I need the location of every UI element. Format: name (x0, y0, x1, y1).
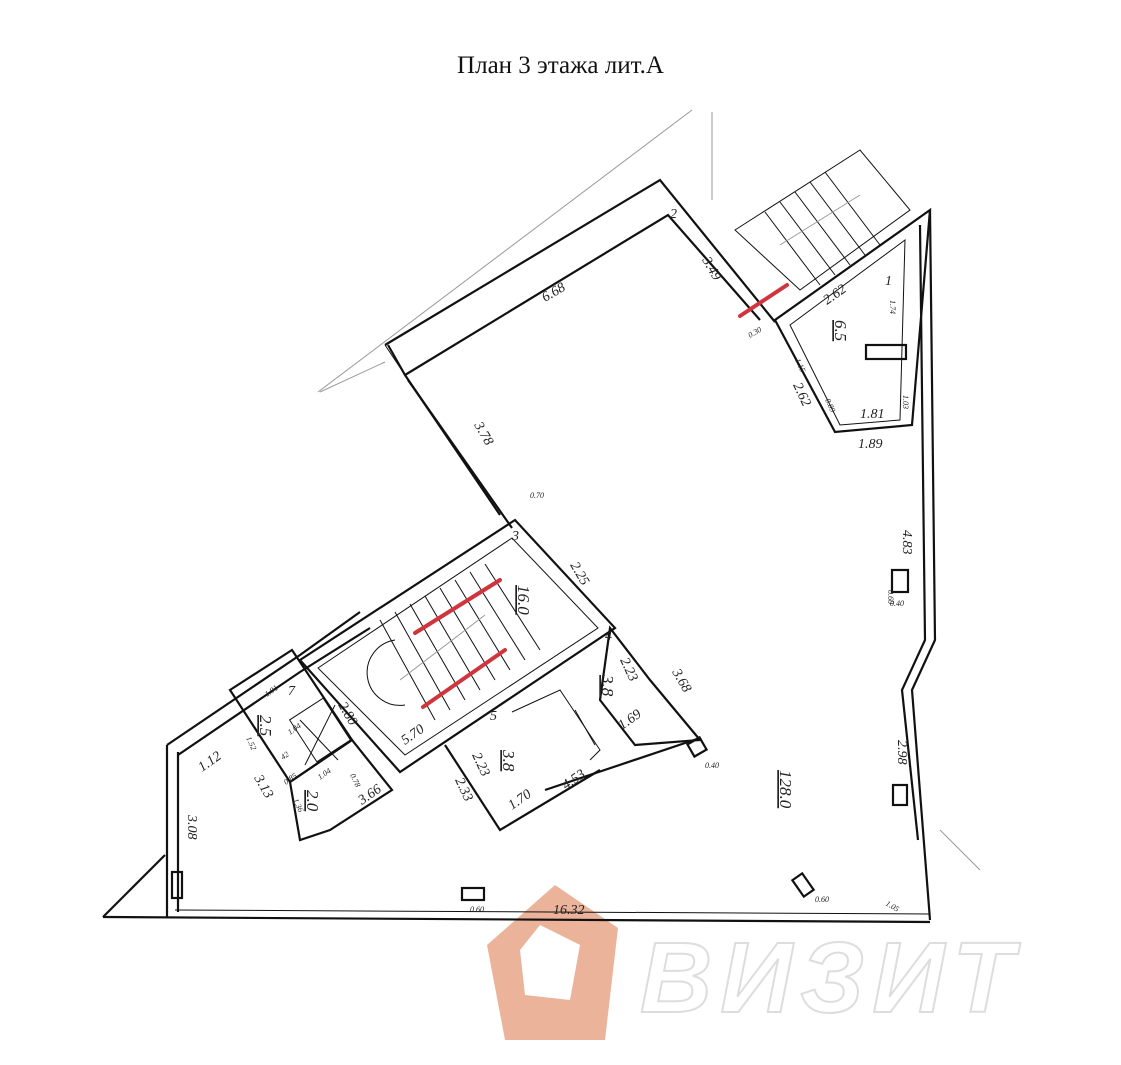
dim-label: 1.03 (901, 395, 910, 409)
area-room-5: 3.8 (499, 749, 518, 772)
dim-label: 1.04 (286, 721, 303, 736)
dim-label: 0.60 (470, 905, 484, 914)
dim-label: 0.60 (815, 895, 829, 904)
room-number: 7 (288, 684, 296, 699)
area-room-4: 3.8 (598, 674, 617, 697)
dim-label: 6.68 (540, 280, 569, 305)
dim-label: 3.08 (184, 814, 199, 840)
dim-label: 5.70 (399, 722, 428, 748)
plan-title: План 3 этажа лит.А (457, 52, 664, 79)
dim-label: 3.78 (470, 419, 496, 449)
dim-label: 2.25 (567, 560, 592, 589)
context-lines (317, 109, 981, 871)
room-number: 3 (511, 529, 519, 544)
dim-label: 0.40 (890, 599, 904, 608)
dim-label: 2.62 (821, 282, 850, 308)
dim-label: 1.91 (263, 683, 280, 698)
area-triangle-room: 6.5 (831, 320, 850, 341)
dim-label: 0.60 (886, 590, 895, 604)
room-number: 2 (670, 207, 677, 222)
dim-label: 16.32 (553, 903, 585, 918)
watermark-logo: ВИЗИТ (487, 885, 1021, 1040)
area-labels: 128.0 16.0 6.5 3.8 3.8 2.5 2.0 (256, 320, 850, 812)
dim-label: 1.15 (793, 357, 807, 373)
dim-label: 1.52 (244, 735, 258, 751)
area-wc: 2.0 (303, 790, 322, 812)
dim-label: 1.89 (858, 437, 883, 452)
dim-label: 2.23 (616, 655, 640, 684)
walls (102, 149, 937, 924)
dim-label: 1.05 (884, 899, 901, 914)
dim-label: 3.49 (698, 254, 724, 284)
watermark-text: ВИЗИТ (640, 922, 1021, 1034)
dim-label: 0.70 (530, 491, 544, 500)
dim-label: 1.12 (196, 749, 225, 775)
dim-label: 4.83 (899, 530, 914, 555)
dim-label: 0.89 (823, 397, 837, 413)
dim-label: 3.68 (668, 666, 694, 696)
stair-steps-top (764, 171, 881, 286)
dim-label: 2.23 (468, 750, 492, 779)
dimension-labels: 6.68 3.49 3.78 2.25 5.70 2.80 3.66 2.23 … (184, 254, 914, 918)
dim-label: 3.13 (250, 772, 276, 802)
dim-label: 1.69 (616, 707, 645, 733)
dim-label: 42 (279, 750, 291, 762)
area-stair-hall: 16.0 (514, 585, 533, 615)
dim-label: 0.78 (348, 772, 362, 788)
dim-label: 4.53 (560, 767, 589, 793)
red-marks (413, 283, 789, 709)
room-numbers: 2 1 3 4 5 7 (288, 207, 892, 724)
dim-label: 1.81 (860, 407, 885, 422)
dim-label: 1.70 (506, 787, 535, 813)
area-room-7: 2.5 (256, 715, 275, 736)
room-number: 1 (885, 274, 892, 289)
dim-label: 1.74 (888, 300, 897, 314)
area-main-hall: 128.0 (776, 770, 795, 809)
room-number: 4 (605, 629, 612, 644)
dim-label: 2.33 (451, 775, 475, 804)
dim-label: 0.30 (747, 325, 764, 340)
room-number: 5 (490, 709, 497, 724)
dim-label: 0.40 (705, 761, 719, 770)
dim-label: 2.98 (894, 740, 909, 765)
dim-label: 1.04 (316, 766, 333, 781)
